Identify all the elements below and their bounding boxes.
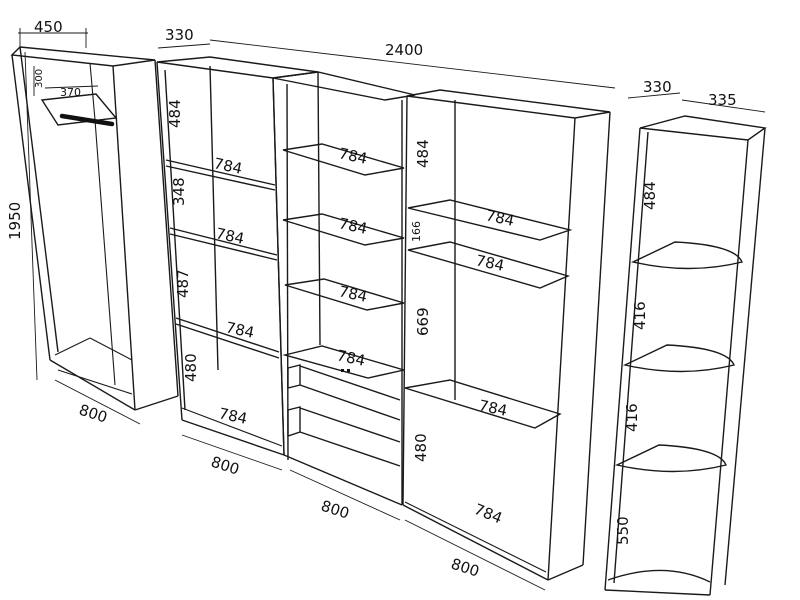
- label-width-335: 335: [708, 91, 737, 109]
- unit3-shelf-2: [407, 241, 571, 289]
- label-height-416-b: 416: [623, 403, 641, 432]
- unit3-shelf-1: [407, 199, 573, 241]
- shelf-unit-2: [272, 71, 416, 506]
- unit2-shelf-2: [282, 213, 405, 246]
- label-height-416-a: 416: [631, 301, 649, 330]
- label-height-669: 669: [414, 307, 432, 336]
- label-width-800-d: 800: [449, 555, 482, 581]
- label-width-800-c: 800: [319, 497, 352, 523]
- drawer-2-front: [287, 406, 301, 437]
- label-shelf-300: 300: [34, 69, 45, 88]
- label-shelf-784-12: 784: [472, 500, 505, 527]
- corner-shelf-3: [614, 444, 727, 473]
- label-height-550: 550: [614, 516, 632, 545]
- label-width-450: 450: [34, 18, 63, 36]
- label-height-484-c: 484: [641, 181, 659, 210]
- label-height-484-a: 484: [166, 99, 184, 128]
- label-shelf-784-1: 784: [212, 154, 244, 178]
- label-shelf-370: 370: [60, 86, 81, 99]
- unit3-top: [406, 89, 611, 119]
- corner-bottom-shelf: [607, 569, 711, 583]
- label-shelf-784-5: 784: [337, 144, 369, 168]
- corner-shelf-1: [630, 241, 743, 270]
- label-depth-330-a: 330: [165, 26, 194, 44]
- label-shelf-784-9: 784: [484, 206, 516, 230]
- label-total-2400: 2400: [385, 41, 423, 59]
- label-height-484-b: 484: [414, 139, 432, 168]
- wardrobe-unit: [10, 46, 179, 411]
- label-height-487: 487: [174, 269, 192, 298]
- label-shelf-784-8: 784: [335, 346, 367, 370]
- corner-top: [639, 115, 767, 141]
- wardrobe-shelf: [40, 93, 118, 126]
- label-width-800-b: 800: [209, 453, 242, 479]
- unit2-shelf-3: [284, 278, 405, 311]
- label-shelf-784-11: 784: [477, 396, 509, 420]
- dimension-lines: [18, 28, 766, 591]
- label-shelf-784-6: 784: [337, 214, 369, 238]
- unit3-shelf-3: [404, 379, 562, 429]
- label-width-800-a: 800: [77, 401, 110, 427]
- label-shelf-784-10: 784: [474, 251, 506, 275]
- label-height-480-b: 480: [412, 433, 430, 462]
- label-shelf-784-2: 784: [214, 224, 246, 248]
- corner-unit: [604, 115, 767, 596]
- label-depth-330-b: 330: [643, 78, 672, 96]
- label-shelf-784-7: 784: [337, 282, 369, 306]
- shelf-unit-3: [402, 89, 611, 581]
- drawer-1-front: [287, 364, 301, 389]
- corner-shelf-2: [622, 344, 735, 373]
- wardrobe-top: [10, 46, 156, 67]
- label-height-1950: 1950: [6, 202, 24, 240]
- hanging-rail: [59, 113, 115, 127]
- label-height-166: 166: [410, 221, 423, 242]
- label-shelf-784-4: 784: [217, 404, 249, 428]
- label-height-480-a: 480: [182, 353, 200, 382]
- unit2-top: [272, 71, 416, 101]
- label-shelf-784-3: 784: [224, 318, 256, 342]
- unit2-shelf-1: [282, 143, 405, 176]
- dimension-labels: 450 330 2400 330 335 1950 300 370 800 80…: [6, 18, 737, 581]
- label-height-348: 348: [170, 177, 188, 206]
